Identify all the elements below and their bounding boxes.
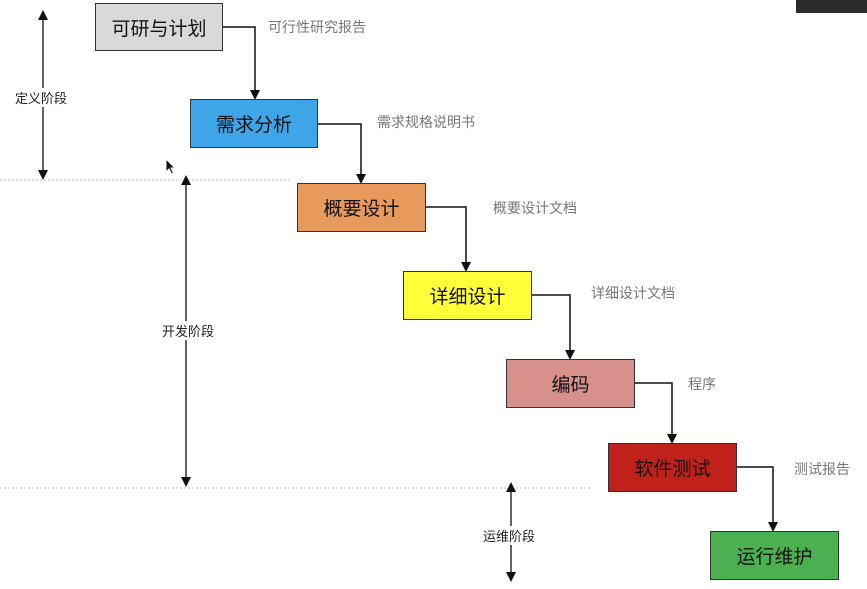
connector-3 <box>425 206 471 272</box>
doc-requirements-spec: 需求规格说明书 <box>377 115 475 131</box>
connector-4 <box>531 294 575 360</box>
define-phase-label: 定义阶段 <box>15 88 68 107</box>
connector-5 <box>634 382 677 444</box>
doc-test-report: 测试报告 <box>794 462 850 478</box>
window-corner <box>796 0 867 13</box>
doc-outline-design: 概要设计文档 <box>493 201 577 217</box>
step-software-testing: 软件测试 <box>608 443 737 492</box>
develop-phase-label: 开发阶段 <box>162 321 215 340</box>
connector-6 <box>736 466 778 532</box>
connector-1 <box>222 26 260 100</box>
maintain-phase-label: 运维阶段 <box>483 526 536 545</box>
step-outline-design: 概要设计 <box>297 183 426 232</box>
step-feasibility-planning: 可研与计划 <box>95 3 223 51</box>
doc-program: 程序 <box>688 377 716 393</box>
doc-detailed-design: 详细设计文档 <box>591 286 675 302</box>
doc-feasibility-report: 可行性研究报告 <box>268 20 366 36</box>
step-requirements-analysis: 需求分析 <box>190 99 318 148</box>
step-detailed-design: 详细设计 <box>403 271 532 320</box>
step-coding: 编码 <box>506 359 635 408</box>
step-operation-maintenance: 运行维护 <box>710 531 839 580</box>
mouse-cursor-icon <box>165 158 177 175</box>
connector-2 <box>318 123 366 184</box>
